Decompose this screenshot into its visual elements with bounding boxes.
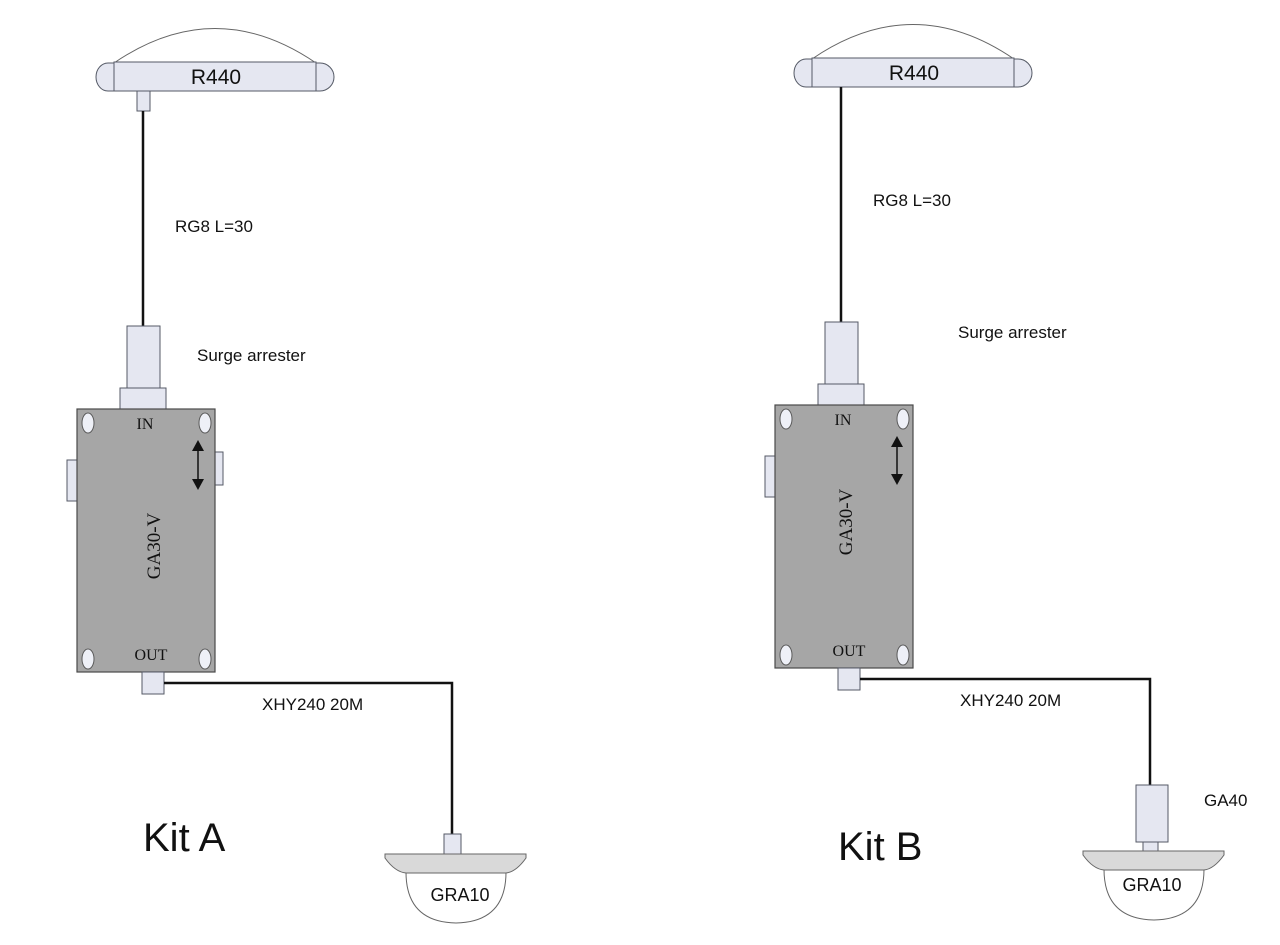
receiver-gra10-b: GRA10 (1082, 850, 1225, 921)
mount-hole (779, 408, 793, 430)
double-arrow-icon (891, 436, 903, 485)
device-in-label: IN (835, 412, 852, 429)
surge-arrester-body (126, 325, 161, 389)
antenna-right-cap (1013, 58, 1033, 88)
surge-arrester-label: Surge arrester (197, 346, 306, 365)
mount-hole (81, 412, 95, 434)
receiver-label: GRA10 (1122, 875, 1181, 895)
receiver-dome (405, 871, 507, 924)
amplifier-body (1135, 784, 1169, 843)
device-ga30v-a: IN OUT GA30-V (66, 408, 224, 695)
device-output-connector (141, 671, 165, 695)
antenna-connector (136, 90, 151, 112)
cable-xhy240-a (164, 681, 454, 834)
device-ga30v-b: IN OUT GA30-V (764, 404, 914, 691)
device-model-label: GA30-V (836, 488, 857, 555)
device-out-label: OUT (833, 643, 866, 660)
mount-hole (198, 412, 212, 434)
double-arrow-icon (192, 440, 204, 490)
mount-hole (81, 648, 95, 670)
antenna-arc (811, 24, 1015, 60)
cable-rg8-label: RG8 L=30 (175, 217, 253, 236)
antenna-body (113, 61, 317, 92)
kit-b-title: Kit B (838, 825, 922, 869)
kit-a-title: Kit A (143, 816, 226, 860)
mount-hole (896, 408, 910, 430)
device-side-tab-left (764, 455, 777, 498)
antenna-left-cap (95, 62, 115, 92)
surge-arrester-base (119, 387, 167, 411)
receiver-dome (1103, 868, 1205, 921)
surge-arrester-b (817, 321, 865, 407)
surge-arrester-base (817, 383, 865, 407)
device-in-label: IN (137, 416, 154, 433)
antenna-label: R440 (889, 62, 939, 85)
device-out-label: OUT (135, 647, 168, 664)
antenna-right-cap (315, 62, 335, 92)
amplifier-ga40-b (1135, 784, 1169, 852)
amplifier-connector (1142, 841, 1159, 852)
cable-rg8-label: RG8 L=30 (873, 191, 951, 210)
antenna-label: R440 (191, 66, 241, 89)
antenna-r440-b: R440 (793, 24, 1033, 88)
antenna-left-cap (793, 58, 813, 88)
cable-xhy240-label: XHY240 20M (960, 691, 1061, 710)
mount-hole (198, 648, 212, 670)
surge-arrester-body (824, 321, 859, 385)
antenna-body (811, 57, 1015, 88)
kit-a: R440 RG8 L=30 Surge arrester IN OUT GA30… (66, 28, 527, 924)
receiver-connector (443, 833, 462, 855)
antenna-r440-a: R440 (95, 28, 335, 112)
antenna-arc (113, 28, 317, 64)
mount-hole (896, 644, 910, 666)
cable-xhy240-label: XHY240 20M (262, 695, 363, 714)
device-body (774, 404, 914, 669)
receiver-label: GRA10 (430, 885, 489, 905)
receiver-gra10-a: GRA10 (384, 833, 527, 924)
receiver-base (1082, 850, 1225, 871)
kit-b: R440 RG8 L=30 Surge arrester IN OUT GA30… (764, 24, 1247, 921)
surge-arrester-a (119, 325, 167, 411)
mount-hole (779, 644, 793, 666)
surge-arrester-label: Surge arrester (958, 323, 1067, 342)
device-output-connector (837, 667, 861, 691)
device-model-label: GA30-V (144, 512, 165, 579)
receiver-base (384, 853, 527, 874)
cable-xhy240-b (860, 677, 1152, 785)
amplifier-label: GA40 (1204, 791, 1247, 810)
device-side-tab-left (66, 459, 79, 502)
